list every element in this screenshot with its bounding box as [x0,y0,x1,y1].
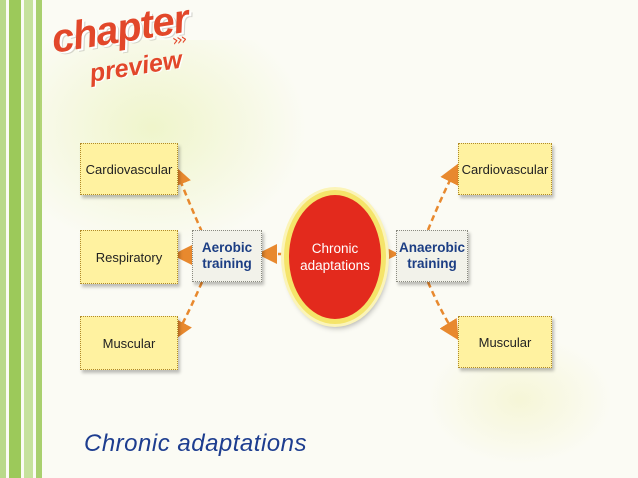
left-outcome-muscular: Muscular [80,316,178,370]
arrow-aerobic-to-muscular [173,281,204,341]
left-outcome-cardiovascular: Cardiovascular [80,143,178,195]
outcome-label: Muscular [478,334,532,350]
decor-stripe [9,0,21,478]
arrow-aerobic-to-cardiovascular [172,165,204,233]
footer-title: Chronic adaptations [84,430,307,457]
anaerobic-line1: Anaerobic [398,240,466,255]
aerobic-line2: training [202,256,252,271]
anaerobic-line2: training [407,256,457,271]
anaerobic-training-box: Anaerobic training [396,230,468,282]
arrow-anaerobic-to-cardiovascular [426,163,459,231]
outcome-label: Cardiovascular [85,161,173,177]
outcome-label: Muscular [102,335,156,351]
decor-stripe [0,0,6,478]
outcome-label: Respiratory [95,249,163,265]
hub-line1: Chronic [311,241,359,256]
right-outcome-cardiovascular: Cardiovascular [458,143,552,195]
outcome-label: Cardiovascular [461,161,549,177]
aerobic-training-box: Aerobic training [192,230,262,282]
left-outcome-respiratory: Respiratory [80,230,178,284]
hub-line2: adaptations [300,258,370,273]
decor-stripe [36,0,42,478]
arrow-anaerobic-to-muscular [426,281,459,341]
decor-stripe [24,0,33,478]
right-outcome-muscular: Muscular [458,316,552,368]
chronic-adaptations-hub: Chronic adaptations [284,190,386,324]
aerobic-line1: Aerobic [201,240,253,255]
